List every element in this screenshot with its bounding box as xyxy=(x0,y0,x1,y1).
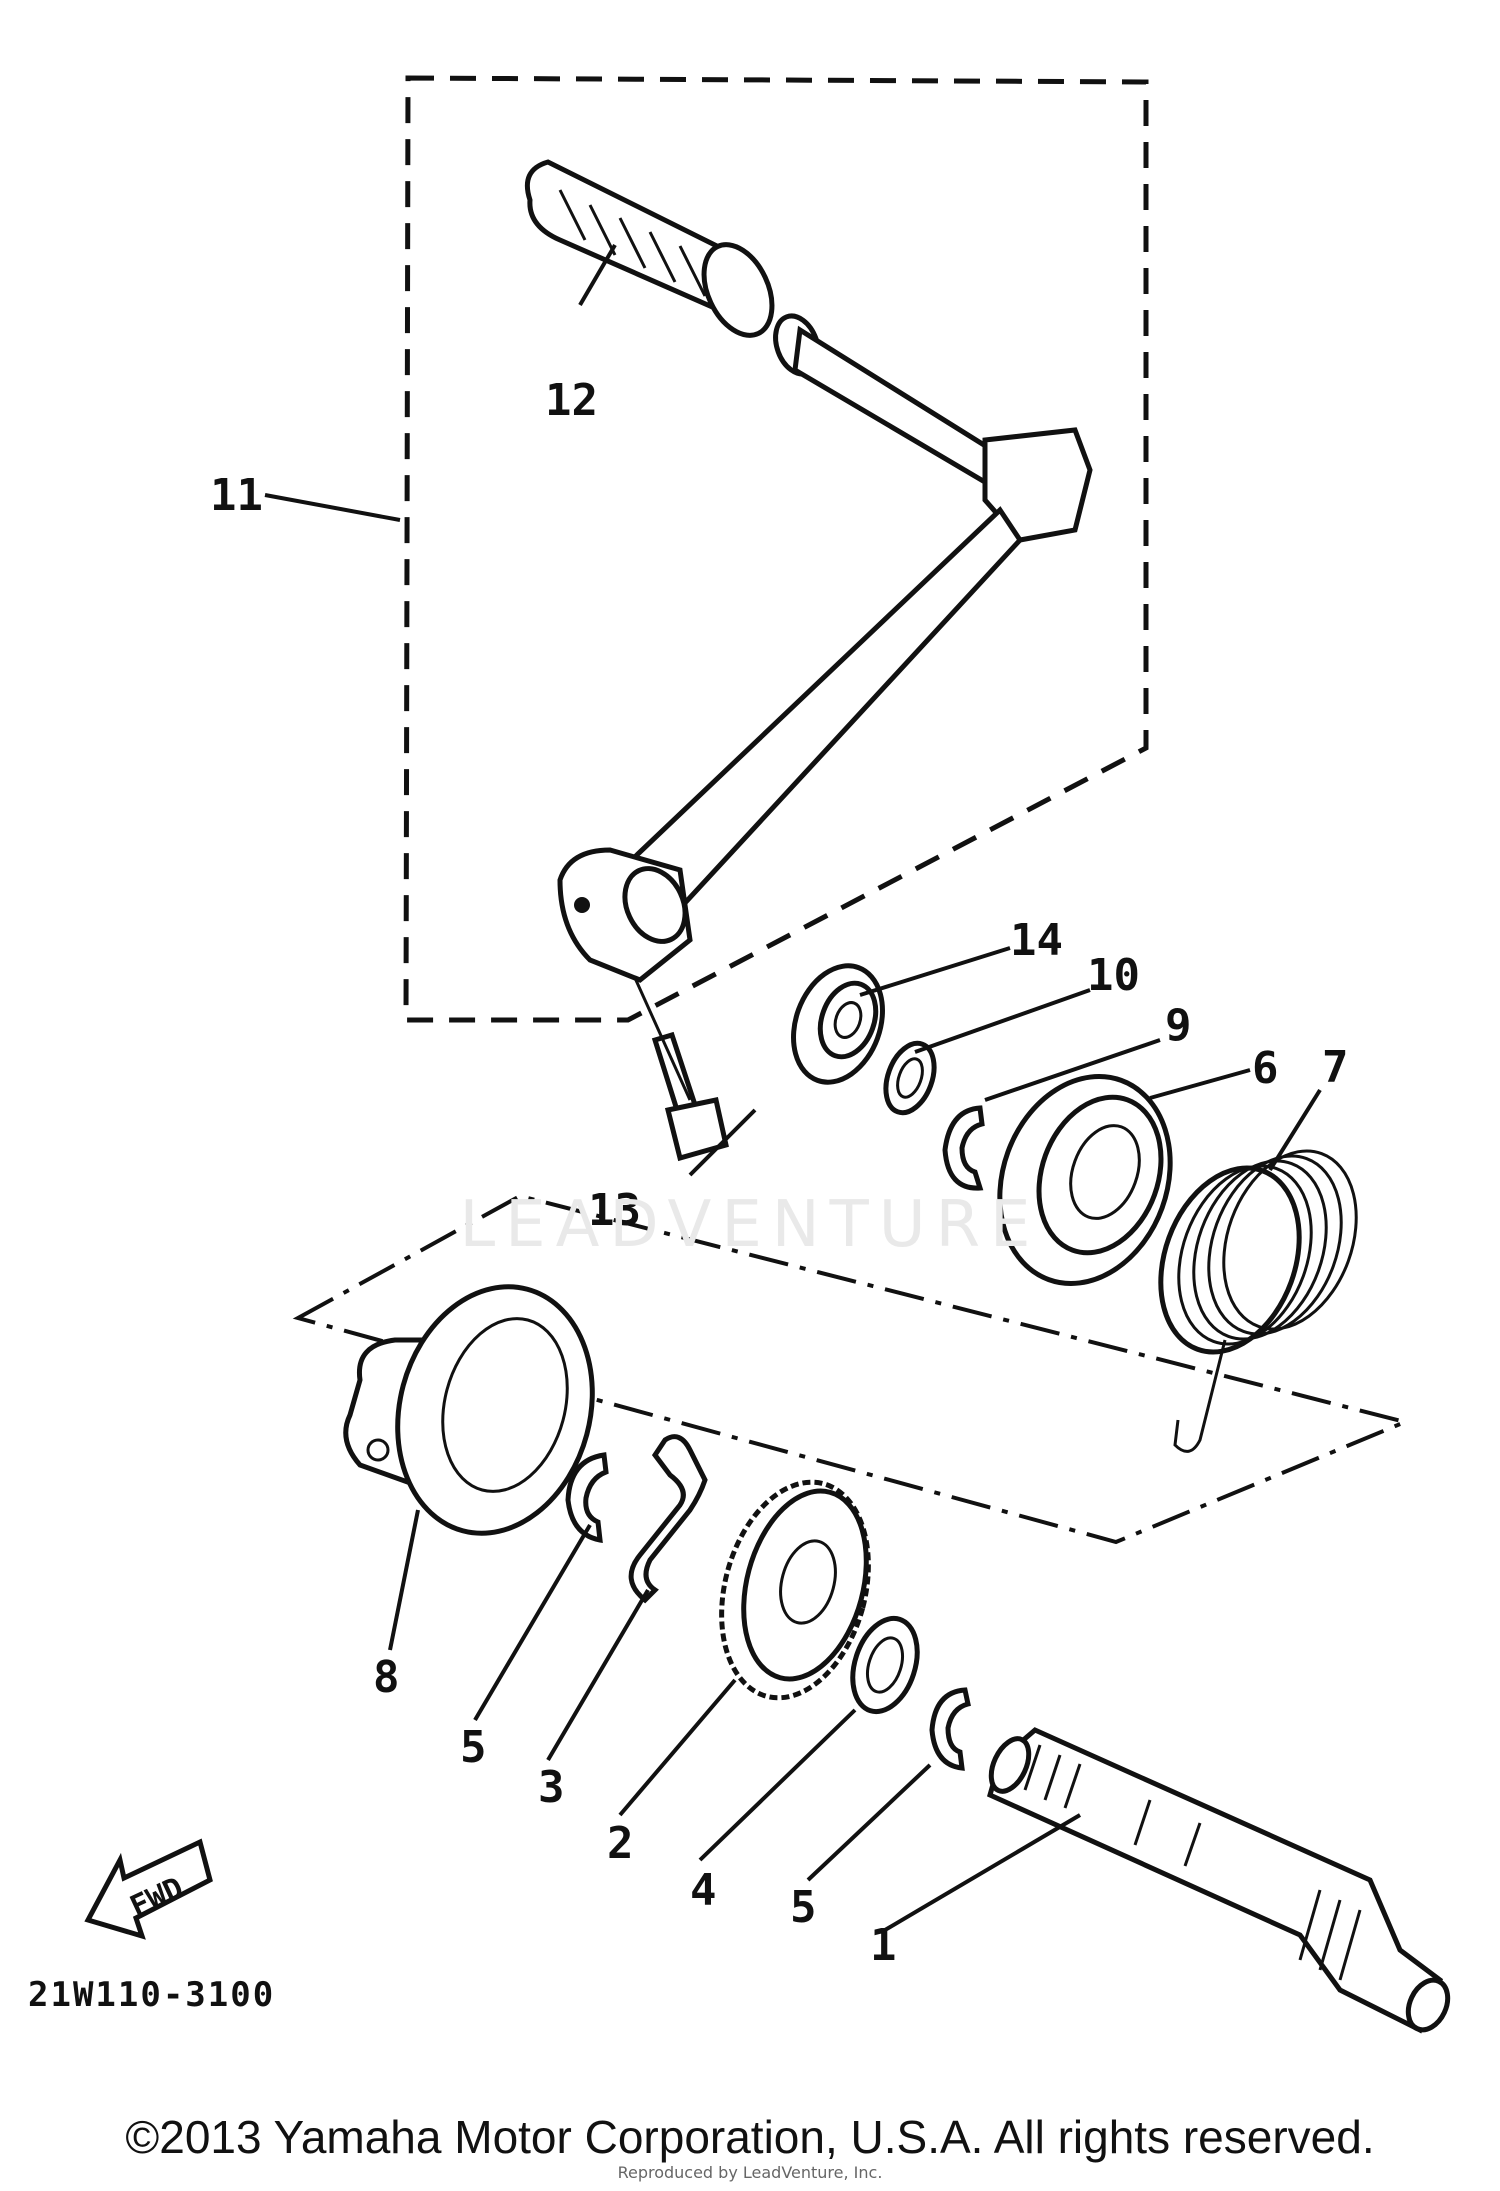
callout-13: 13 xyxy=(588,1185,641,1236)
kick-axle-part xyxy=(987,1727,1451,2034)
callout-12: 12 xyxy=(545,375,598,426)
callout-10: 10 xyxy=(1087,950,1140,1001)
washer-4-part xyxy=(850,1615,920,1715)
ratchet-wheel-part xyxy=(343,1284,595,1536)
washer-10-part xyxy=(883,1040,937,1116)
callout-3: 3 xyxy=(538,1762,565,1813)
circlip-5a-part xyxy=(565,1452,609,1544)
callout-1: 1 xyxy=(870,1920,897,1971)
leader-lines xyxy=(264,243,1322,1932)
circlip-5b-part xyxy=(929,1687,971,1771)
washer-4-hole xyxy=(865,1636,905,1694)
callout-7: 7 xyxy=(1322,1042,1349,1093)
diagram-code: 21W110-3100 xyxy=(28,1975,276,2015)
callout-11: 11 xyxy=(210,470,263,521)
spring-guide-part xyxy=(997,1074,1173,1286)
kick-gear-part xyxy=(719,1479,871,1701)
callout-4: 4 xyxy=(690,1865,717,1916)
forward-direction-arrow-icon: FWD xyxy=(84,1838,213,1940)
kick-grip-part xyxy=(524,159,775,338)
kick-crank-assembly-boundary xyxy=(403,75,1149,1023)
copyright-notice: ©2013 Yamaha Motor Corporation, U.S.A. A… xyxy=(125,2111,1375,2163)
bolt-part xyxy=(633,977,729,1162)
callout-8: 8 xyxy=(373,1652,400,1703)
callout-2: 2 xyxy=(607,1818,634,1869)
clip-3-part xyxy=(628,1434,708,1604)
fineprint-notice: Reproduced by LeadVenture, Inc. xyxy=(617,2163,883,2182)
kick-axle-assembly-boundary xyxy=(292,1193,1412,1545)
bearing-part xyxy=(791,963,885,1085)
callout-5b: 5 xyxy=(790,1882,817,1933)
circlip-9-part xyxy=(942,1105,985,1191)
torsion-spring-part xyxy=(1158,1149,1358,1453)
callout-14: 14 xyxy=(1010,915,1063,966)
callout-9: 9 xyxy=(1165,1000,1192,1051)
callout-5a: 5 xyxy=(460,1722,487,1773)
washer-10-hole xyxy=(896,1057,924,1099)
callout-6: 6 xyxy=(1252,1043,1279,1094)
kick-crank-arm-part xyxy=(557,313,1093,983)
watermark-text: LEADVENTURE xyxy=(459,1188,1041,1262)
